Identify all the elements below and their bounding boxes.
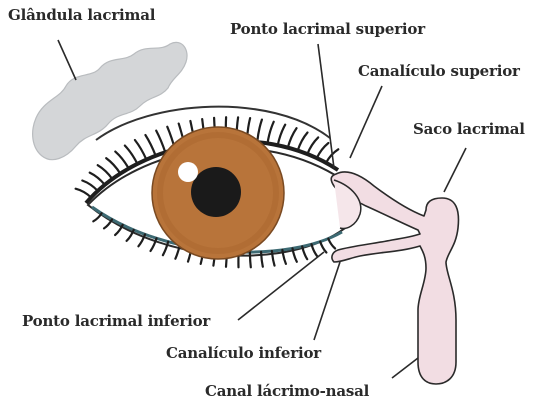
leader-canaliculo-inferior (314, 262, 340, 340)
label-canaliculo-superior: Canalículo superior (358, 62, 520, 80)
lower-eyelash (250, 252, 251, 267)
lacrimal-gland (33, 42, 187, 159)
leader-canaliculo-superior (350, 86, 382, 158)
upper-eyelash (115, 152, 128, 169)
lower-eyelash (302, 247, 307, 260)
upper-eyelash (82, 181, 97, 191)
leader-canal-nasal (392, 358, 418, 378)
leader-glandula (58, 40, 76, 80)
lower-eyelash (93, 213, 101, 221)
upper-eyelash (317, 143, 329, 158)
upper-eyelash (90, 173, 105, 185)
lower-eyelash (312, 244, 318, 256)
upper-eyelash (106, 158, 120, 173)
upper-eyelash (278, 125, 286, 146)
upper-eyelash (288, 128, 297, 147)
upper-eyelash (268, 122, 274, 144)
label-ponto-lacrimal-inferior: Ponto lacrimal inferior (22, 312, 210, 330)
upper-eyelash (76, 189, 91, 198)
lower-eyelash (328, 239, 335, 249)
leader-saco (444, 148, 466, 192)
upper-eyelash (135, 140, 147, 160)
upper-eyelash (125, 146, 137, 164)
lower-eyelash (104, 219, 112, 228)
label-canal-lacrimo-nasal: Canal lácrimo-nasal (205, 382, 369, 400)
upper-eyelash (145, 135, 155, 156)
upper-eyelash (307, 137, 318, 154)
label-saco-lacrimal: Saco lacrimal (413, 120, 525, 138)
leader-ponto-superior (318, 44, 334, 168)
label-ponto-lacrimal-superior: Ponto lacrimal superior (230, 20, 425, 38)
upper-eyelash (98, 165, 113, 179)
upper-eyelash (156, 131, 165, 153)
pupil (191, 167, 241, 217)
lower-eyelash (320, 242, 326, 253)
upper-eyelash (257, 120, 262, 143)
label-canaliculo-inferior: Canalículo inferior (166, 344, 321, 362)
upper-eyelash (298, 133, 308, 151)
eye-highlight (178, 162, 198, 182)
label-glandula-lacrimal: Glândula lacrimal (8, 6, 155, 24)
